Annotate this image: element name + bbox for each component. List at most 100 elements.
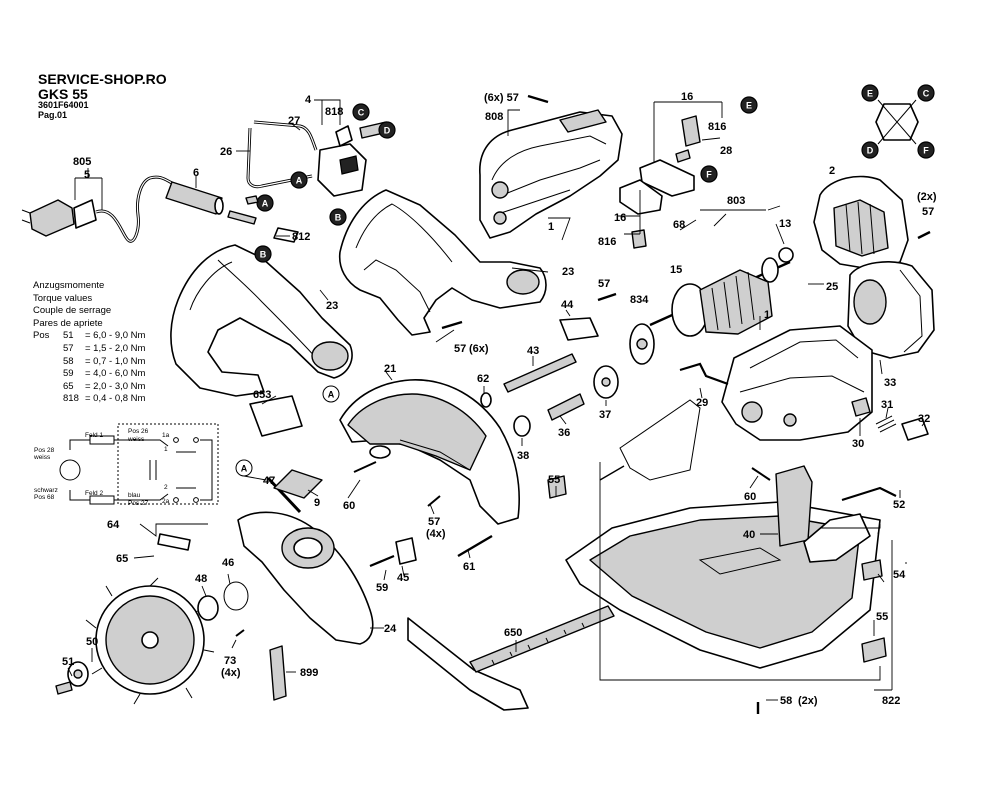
label-9: 9 xyxy=(314,497,320,509)
label-44: 44 xyxy=(561,299,574,311)
wiring-weiss: weiss xyxy=(127,436,145,443)
label-24: 24 xyxy=(384,623,397,635)
label-816: 816 xyxy=(708,121,726,133)
label-32: 32 xyxy=(918,413,930,425)
torque-value: = 6,0 - 9,0 Nm xyxy=(85,330,146,342)
torque-value: = 2,0 - 3,0 Nm xyxy=(85,380,146,392)
shop-name: SERVICE-SHOP.RO xyxy=(38,71,167,87)
wiring-diagram xyxy=(59,423,219,505)
brush-holders-16 xyxy=(619,115,701,249)
connector-label-a: A xyxy=(328,390,335,400)
leader-lines xyxy=(67,99,927,701)
label-818: 818 xyxy=(325,106,343,118)
blade-guard-21 xyxy=(339,379,520,525)
motor-housing-1 xyxy=(479,109,623,239)
label-4x: (4x) xyxy=(426,528,446,540)
torque-row: 57= 1,5 - 2,0 Nm xyxy=(33,343,145,356)
label-5: 5 xyxy=(84,169,90,181)
handle-half-23-left xyxy=(170,244,353,397)
base-plate-822 xyxy=(547,399,897,669)
torque-value: = 4,0 - 6,0 Nm xyxy=(85,368,146,380)
label-50: 50 xyxy=(86,636,98,648)
label-650: 650 xyxy=(504,627,522,639)
label-33: 33 xyxy=(884,377,896,389)
small-parts-29-32 xyxy=(679,362,929,441)
torque-heading-de: Anzugsmomente xyxy=(33,280,105,291)
label-54: 54 xyxy=(893,569,906,581)
label-15: 15 xyxy=(670,264,682,276)
label-816: 816 xyxy=(598,236,616,248)
torque-row: 58 = 0,7 - 1,0 Nm xyxy=(33,356,145,369)
label-48: 48 xyxy=(195,573,207,585)
label-64: 64 xyxy=(107,519,120,531)
label-31: 31 xyxy=(881,399,893,411)
label-36: 36 xyxy=(558,427,570,439)
housing-cap-33 xyxy=(847,261,935,359)
connector-label-e: E xyxy=(746,101,752,111)
label-23: 23 xyxy=(562,266,574,278)
wiring-feld1: Feld 1 xyxy=(85,432,103,439)
label-6: 6 xyxy=(193,167,199,179)
wiring-terminal-1a: 1a xyxy=(162,432,170,439)
label-6x: (6x) xyxy=(469,343,489,355)
label-834: 834 xyxy=(630,294,649,306)
model-name: GKS 55 xyxy=(38,85,88,102)
label-62: 62 xyxy=(477,373,489,385)
connector-label-b: B xyxy=(260,250,267,260)
label-2x: (2x) xyxy=(798,695,818,707)
article-number: 3601F64001 xyxy=(38,100,89,111)
label-21: 21 xyxy=(384,363,396,375)
torque-value: = 0,4 - 0,8 Nm xyxy=(85,393,146,405)
connector-label-d: D xyxy=(384,126,391,136)
torque-heading-fr: Couple de serrage xyxy=(33,305,112,317)
power-cable-805 xyxy=(21,175,173,243)
wires-26-27 xyxy=(246,120,318,189)
label-57-6x: (6x) 57 xyxy=(484,92,519,104)
saw-blade-50 xyxy=(85,577,215,705)
torque-pos: 58 xyxy=(63,355,74,367)
wiring-labels: Feld 1 Feld 2 Pos 26 weiss Pos 28 weiss … xyxy=(33,428,170,507)
part-labels: 805 5 6 26 27 4 818 812 23 23 (6x) 57 80… xyxy=(62,91,937,707)
label-59: 59 xyxy=(376,582,388,594)
gear-shaft-parts xyxy=(480,317,619,437)
label-65: 65 xyxy=(116,553,128,565)
label-28: 28 xyxy=(720,145,732,157)
label-57-2x: (2x) xyxy=(917,191,937,203)
torque-heading-en: Torque values xyxy=(33,292,93,304)
label-55: 55 xyxy=(876,611,888,623)
torque-value: = 0,7 - 1,0 Nm xyxy=(85,355,146,367)
label-4: 4 xyxy=(305,94,312,106)
label-43: 43 xyxy=(527,345,539,357)
label-57: 57 xyxy=(922,206,934,218)
label-25: 25 xyxy=(826,281,838,293)
label-899: 899 xyxy=(300,667,318,679)
label-1: 1 xyxy=(764,309,770,321)
wiring-schwarz: schwarz xyxy=(34,487,58,494)
label-4x: (4x) xyxy=(221,667,241,679)
armature-15 xyxy=(629,247,794,365)
motor-housing-1-lower xyxy=(721,325,873,441)
label-30: 30 xyxy=(852,438,864,450)
label-58: 58 xyxy=(780,695,792,707)
connector-markers: A B A B C D E F E C D F A xyxy=(235,84,935,477)
connector-label-f: F xyxy=(706,170,712,180)
wiring-pos26: Pos 26 xyxy=(128,428,149,435)
label-822: 822 xyxy=(882,695,900,707)
wiring-blau: blau xyxy=(128,492,141,499)
torque-row: 59 = 4,0 - 6,0 Nm xyxy=(33,368,145,381)
label-653: 653 xyxy=(253,389,271,401)
label-37: 37 xyxy=(599,409,611,421)
torque-pos: 59 xyxy=(63,368,74,380)
connector-label-e: E xyxy=(867,89,873,99)
torque-table: Anzugsmomente Torque values Couple de se… xyxy=(33,280,145,406)
torque-value: = 1,5 - 2,0 Nm xyxy=(85,342,146,354)
switch-4 xyxy=(317,121,389,197)
label-57: 57 xyxy=(454,343,466,355)
label-61: 61 xyxy=(463,561,475,573)
label-16: 16 xyxy=(614,212,626,224)
label-23: 23 xyxy=(326,300,338,312)
label-73: 73 xyxy=(224,655,236,667)
label-57: 57 xyxy=(598,278,610,290)
